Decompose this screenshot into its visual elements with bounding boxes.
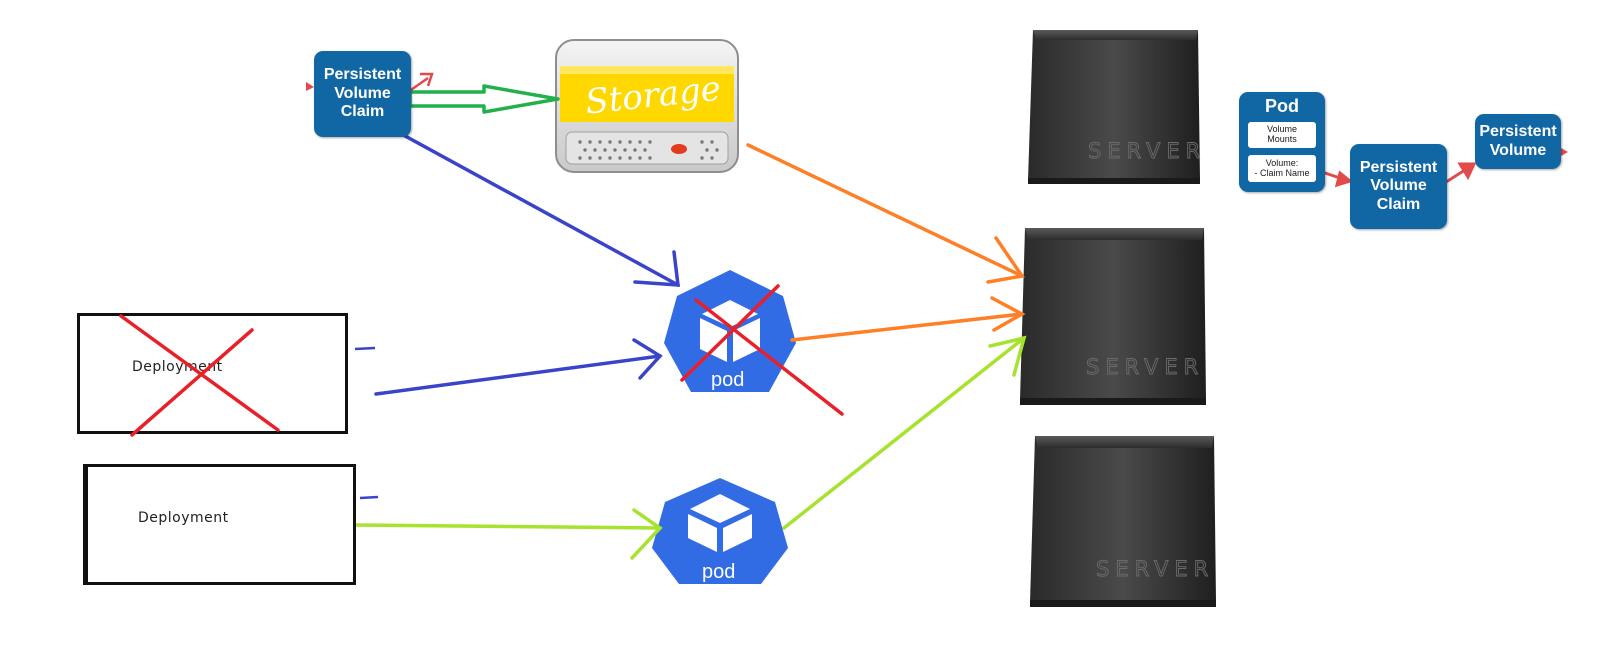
legend-pv-line-1: Persistent <box>1479 123 1557 141</box>
deployment-box-1: Deployment <box>77 313 348 434</box>
server-3-icon: SERVER <box>1030 436 1216 607</box>
pod-1-to-server-arrow <box>790 296 1026 342</box>
legend-pvc-line-2: Volume <box>1370 177 1427 195</box>
deployment-to-pod-1-arrow <box>374 338 663 396</box>
server-3-label: SERVER <box>1096 557 1214 581</box>
legend-pvc-line-3: Claim <box>1376 195 1421 213</box>
legend-pv-box: Persistent Volume <box>1475 114 1561 169</box>
pod-1-cross-mark <box>680 284 844 416</box>
legend-pvc-box: Persistent Volume Claim <box>1350 144 1447 229</box>
pvc-red-arrow-in <box>306 82 314 91</box>
pod-2-icon: pod <box>652 478 788 584</box>
deployment-to-pod-2-arrow <box>350 508 663 560</box>
pod-2-label: pod <box>702 561 735 583</box>
deployment-1-label: Deployment <box>132 359 223 375</box>
persistent-volume-claim-box: Persistent Volume Claim <box>314 51 411 137</box>
legend-pod-to-pvc-arrow <box>1321 170 1354 188</box>
legend-volume-mounts-line-2: Mounts <box>1267 134 1297 144</box>
legend-volume-mounts-line-1: Volume <box>1266 124 1298 135</box>
server-1-label: SERVER <box>1088 139 1206 163</box>
pvc-line-3: Claim <box>340 103 385 121</box>
pod-2-to-server-arrow <box>782 335 1027 530</box>
storage-to-server-arrow <box>746 143 1025 284</box>
blue-tick-2 <box>359 495 379 500</box>
legend-pvc-to-pv-arrow <box>1442 162 1477 186</box>
pvc-line-1: Persistent <box>323 66 402 84</box>
pvc-to-storage-arrow <box>408 84 560 114</box>
pod-1-label: pod <box>711 369 744 391</box>
pvc-to-pod-arrow <box>383 123 680 287</box>
deployment-2-label: Deployment <box>138 510 229 526</box>
server-1-icon: SERVER <box>1028 30 1206 184</box>
legend-pv-out-arrow <box>1561 148 1568 156</box>
legend-volume-claim: Volume: - Claim Name <box>1248 155 1316 182</box>
storage-device-icon: Storage <box>555 39 739 173</box>
server-2-label: SERVER <box>1086 355 1204 379</box>
pvc-red-arrow-out <box>407 72 434 94</box>
deployment-box-2: Deployment <box>83 464 356 585</box>
legend-volume-mounts: Volume Mounts <box>1248 122 1316 148</box>
server-2-icon: SERVER <box>1020 228 1206 405</box>
legend-pvc-line-1: Persistent <box>1359 158 1438 176</box>
legend-volume-claim-line-1: Volume: <box>1265 157 1299 168</box>
legend-volume-claim-line-2: - Claim Name <box>1254 167 1310 178</box>
legend-pod-title: Pod <box>1265 96 1299 116</box>
blue-tick-1 <box>354 346 376 351</box>
legend-pv-line-2: Volume <box>1489 141 1547 159</box>
pvc-line-2: Volume <box>334 84 391 102</box>
